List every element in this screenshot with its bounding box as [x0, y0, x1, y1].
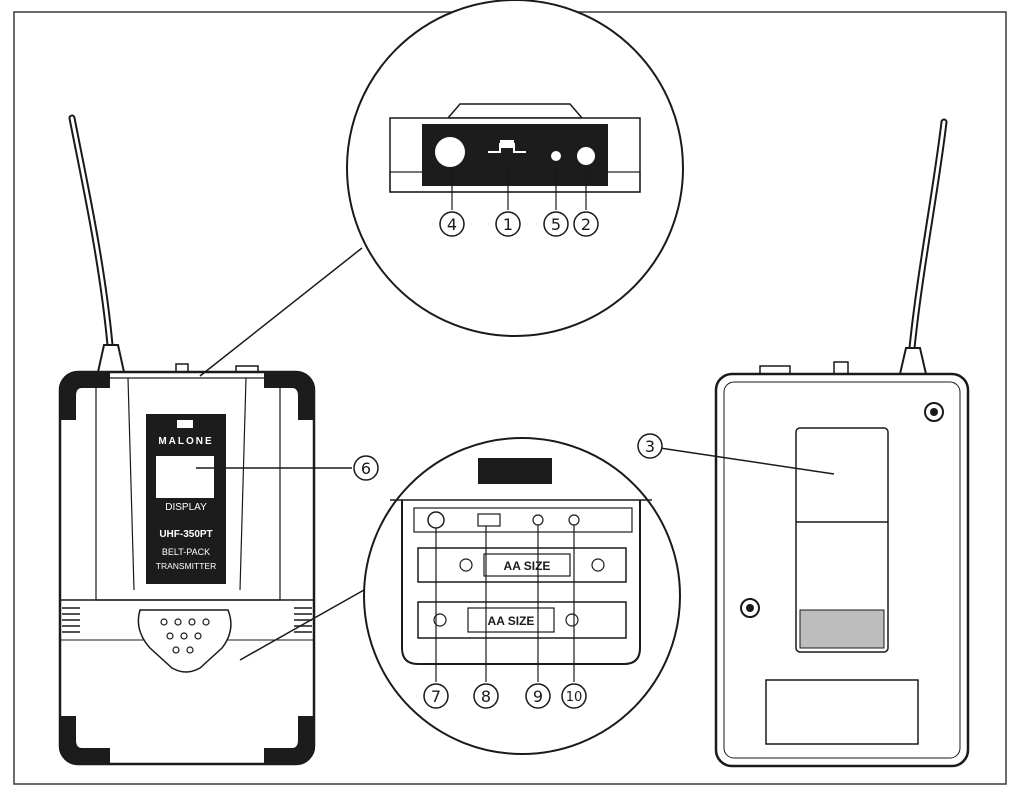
- back-label-area: [765, 679, 919, 745]
- speaker-holes: [160, 618, 210, 654]
- callout-10: 10: [566, 690, 583, 705]
- callout-5-circle: [543, 211, 569, 237]
- brand-logo-mark: [177, 420, 193, 428]
- brand-name: MALONE: [158, 436, 213, 447]
- back-unit: 3: [637, 118, 970, 768]
- battery-compartment-zoom: AA SIZE AA SIZE 7 8 9 10: [239, 437, 681, 755]
- front-speaker-grille: [137, 609, 232, 673]
- display-label: DISPLAY: [165, 502, 207, 513]
- callout-9-circle: [525, 683, 551, 709]
- compartment-top-bar: [478, 458, 552, 484]
- antenna-socket: [577, 147, 595, 165]
- callout-1-circle: [495, 211, 521, 237]
- mic-input-jack: [435, 137, 465, 167]
- front-unit: MALONE DISPLAY UHF-350PT BELT-PACK TRANS…: [58, 114, 316, 766]
- callout-2: 2: [581, 215, 591, 234]
- front-label-plate: [146, 414, 226, 584]
- slide-switch: [477, 513, 501, 527]
- control-strip: [413, 507, 633, 533]
- button-10: [568, 514, 580, 526]
- led-indicator: [551, 151, 561, 161]
- front-side-grips: [62, 607, 312, 633]
- callout-5: 5: [551, 215, 561, 234]
- callout-2-circle: [573, 211, 599, 237]
- callout-4: 4: [447, 215, 457, 234]
- screwdriver-pot: [427, 511, 445, 529]
- callout-1: 1: [503, 215, 513, 234]
- callout-4-circle: [439, 211, 465, 237]
- callout-8: 8: [481, 687, 491, 706]
- battery-zoom-circle: [363, 437, 681, 755]
- callout-3-circle: [637, 433, 663, 459]
- callout-7-circle: [423, 683, 449, 709]
- callout-6-circle: [353, 455, 379, 481]
- callout-3: 3: [645, 437, 655, 456]
- belt-clip: [795, 427, 889, 653]
- model-name: UHF-350PT: [159, 529, 212, 540]
- type-label-1: BELT-PACK: [162, 547, 210, 557]
- battery-lower-label: AA SIZE: [488, 614, 535, 628]
- callout-10-circle: [561, 683, 587, 709]
- button-9: [532, 514, 544, 526]
- display-window: [156, 456, 214, 498]
- front-antenna-base: [96, 344, 126, 373]
- back-antenna-base: [898, 347, 928, 375]
- callout-9: 9: [533, 687, 543, 706]
- callout-6: 6: [361, 459, 371, 478]
- callout-7: 7: [431, 687, 441, 706]
- top-panel-zoom: 4 1 5 2: [199, 0, 684, 377]
- battery-upper-label: AA SIZE: [504, 559, 551, 573]
- type-label-2: TRANSMITTER: [156, 561, 216, 571]
- callout-8-circle: [473, 683, 499, 709]
